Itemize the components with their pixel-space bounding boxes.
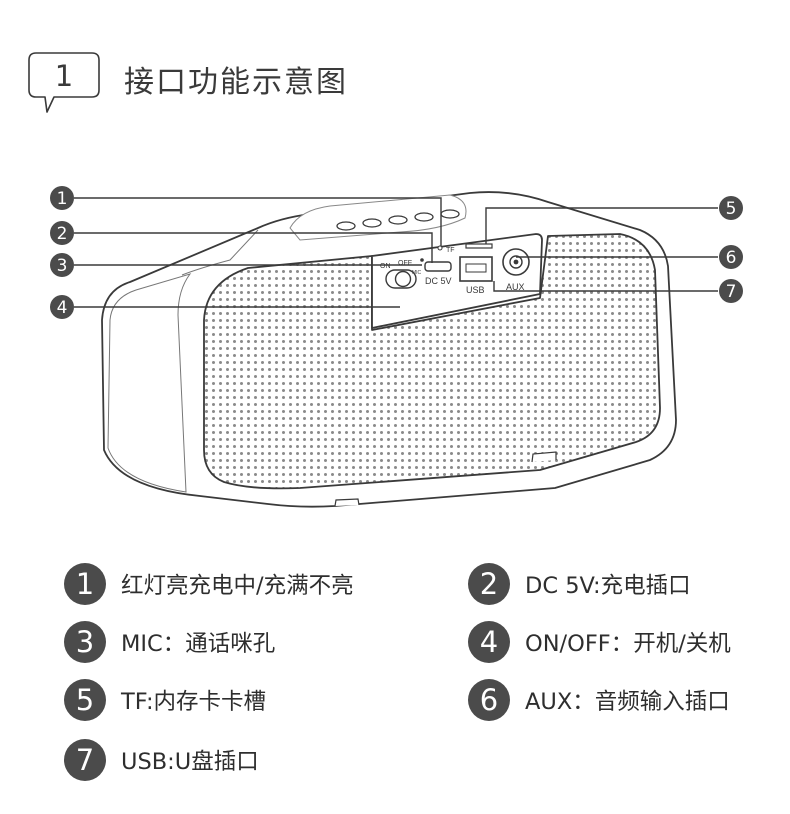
label-tf: TF [446,247,455,254]
header: 1 接口功能示意图 [0,0,790,120]
callout-2: 2 [50,221,74,245]
leader-lines [74,197,718,308]
callout-6: 6 [719,245,743,269]
legend-text: USB:U盘插口 [121,749,259,775]
legend-item-2: 2 DC 5V:充电插口 [468,562,691,606]
legend-text: DC 5V:充电插口 [525,573,691,599]
legend-number: 7 [64,739,106,781]
label-off: OFF [398,260,412,267]
legend-item-7: 7 USB:U盘插口 [64,738,259,782]
svg-text:6: 6 [726,248,737,268]
label-on: ON [380,263,391,270]
speech-bubble-icon [28,52,100,113]
svg-text:3: 3 [57,256,68,276]
speaker-grille [203,233,661,507]
legend-text: TF:内存卡卡槽 [121,689,267,715]
mic-hole [420,258,424,262]
top-buttons [289,194,467,241]
label-aux: AUX [506,282,525,292]
svg-text:5: 5 [726,199,737,219]
legend-text: ON/OFF：开机/关机 [525,631,731,657]
led-indicator [437,245,443,251]
callout-5: 5 [719,196,743,220]
page-title: 接口功能示意图 [124,65,348,100]
legend-item-4: 4 ON/OFF：开机/关机 [468,620,731,664]
speaker-illustration: ON OFF MIC DC 5V TF USB AUX [50,186,743,508]
dc-port [424,261,452,272]
legend-number: 6 [468,679,510,721]
step-badge: 1 [26,50,102,116]
legend-text: AUX：音频输入插口 [525,689,730,715]
speaker-diagram: ON OFF MIC DC 5V TF USB AUX [0,170,790,530]
legend-number: 3 [64,621,106,663]
label-dc: DC 5V [425,276,452,286]
legend-item-6: 6 AUX：音频输入插口 [468,678,730,722]
legend-item-5: 5 TF:内存卡卡槽 [64,678,266,722]
legend-number: 1 [64,563,106,605]
callout-1: 1 [50,186,74,210]
legend-number: 4 [468,621,510,663]
svg-text:1: 1 [57,189,68,209]
svg-text:2: 2 [57,224,68,244]
callout-7: 7 [719,279,743,303]
legend-number: 2 [468,563,510,605]
tf-slot [465,243,493,249]
port-panel: ON OFF MIC DC 5V TF USB AUX [371,233,543,329]
legend-text: MIC：通话咪孔 [121,631,276,657]
legend-text: 红灯亮充电中/充满不亮 [121,573,354,599]
power-switch: ON OFF [380,260,417,289]
legend-item-3: 3 MIC：通话咪孔 [64,620,275,664]
usb-port [459,256,493,282]
callout-3: 3 [50,253,74,277]
label-mic: MIC [412,270,422,276]
svg-text:7: 7 [726,282,737,302]
legend-item-1: 1 红灯亮充电中/充满不亮 [64,562,354,606]
label-usb: USB [466,285,485,295]
legend: 1 红灯亮充电中/充满不亮 2 DC 5V:充电插口 3 MIC：通话咪孔 4 … [0,550,790,790]
callout-4: 4 [50,295,74,319]
legend-number: 5 [64,679,106,721]
svg-text:4: 4 [57,298,68,318]
step-number: 1 [54,59,74,93]
